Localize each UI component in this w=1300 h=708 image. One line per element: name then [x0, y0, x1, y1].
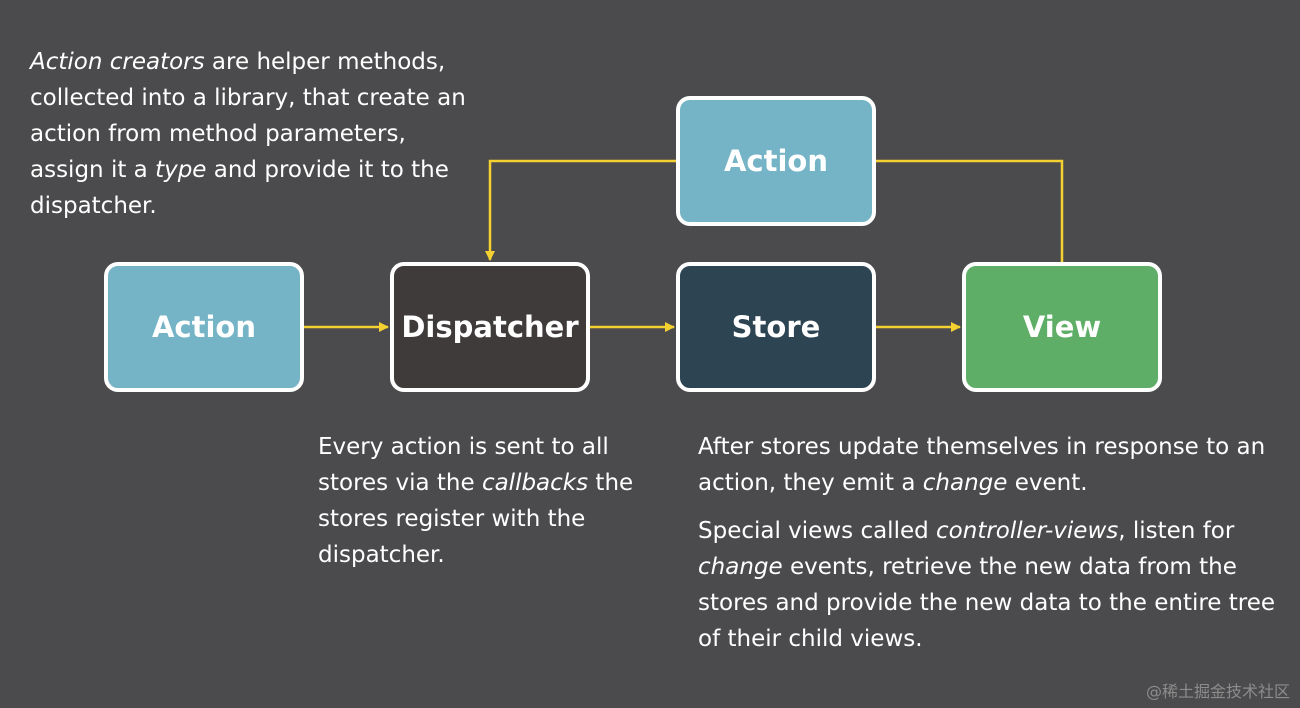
connector-view-to-action — [876, 159, 1064, 262]
note-text-views-3: events, retrieve the new data from the s… — [698, 554, 1276, 652]
note-dispatcher-text: Every action is sent to all stores via t… — [318, 429, 658, 573]
node-store-label: Store — [731, 310, 821, 344]
node-action-top: Action — [676, 96, 876, 226]
note-em-change: change — [922, 470, 1008, 496]
note-em-controller-views: controller-views — [936, 518, 1119, 544]
node-action-label: Action — [151, 310, 256, 344]
node-action: Action — [104, 262, 304, 392]
node-action-top-label: Action — [723, 144, 828, 178]
node-dispatcher: Dispatcher — [390, 262, 590, 392]
note-text-dispatch-2: the stores register with the dispatcher. — [318, 470, 634, 568]
node-store: Store — [676, 262, 876, 392]
node-view-label: View — [1022, 310, 1102, 344]
arrow-action-to-dispatcher-loop — [485, 159, 676, 261]
note-text-stores-2: event. — [1007, 470, 1088, 496]
watermark: @稀土掘金技术社区 — [1145, 682, 1290, 701]
note-stores-views: After stores update themselves in respon… — [698, 429, 1278, 657]
note-action-creators-text: Action creators are helper methods, coll… — [30, 44, 470, 224]
note-text-dispatch-1: Every action is sent to all stores via t… — [318, 434, 609, 496]
note-text-views-2: , listen for — [1118, 518, 1235, 544]
note-text-creators-2: and provide it to the dispatcher. — [30, 157, 449, 219]
node-dispatcher-label: Dispatcher — [401, 310, 579, 344]
note-controller-views-text: Special views called controller-views, l… — [698, 513, 1278, 657]
note-dispatcher: Every action is sent to all stores via t… — [318, 429, 658, 573]
note-action-creators: Action creators are helper methods, coll… — [30, 44, 470, 224]
note-text-views-1: Special views called — [698, 518, 937, 544]
note-em-change-events: change — [698, 554, 783, 580]
node-view: View — [962, 262, 1162, 392]
note-stores-update-text: After stores update themselves in respon… — [698, 429, 1278, 501]
note-text-creators-1: are helper methods, collected into a lib… — [30, 49, 466, 183]
note-em-action-creators: Action creators — [30, 49, 205, 75]
note-em-type: type — [155, 157, 207, 183]
note-em-callbacks: callbacks — [481, 470, 589, 496]
note-text-stores-1: After stores update themselves in respon… — [698, 434, 1266, 496]
